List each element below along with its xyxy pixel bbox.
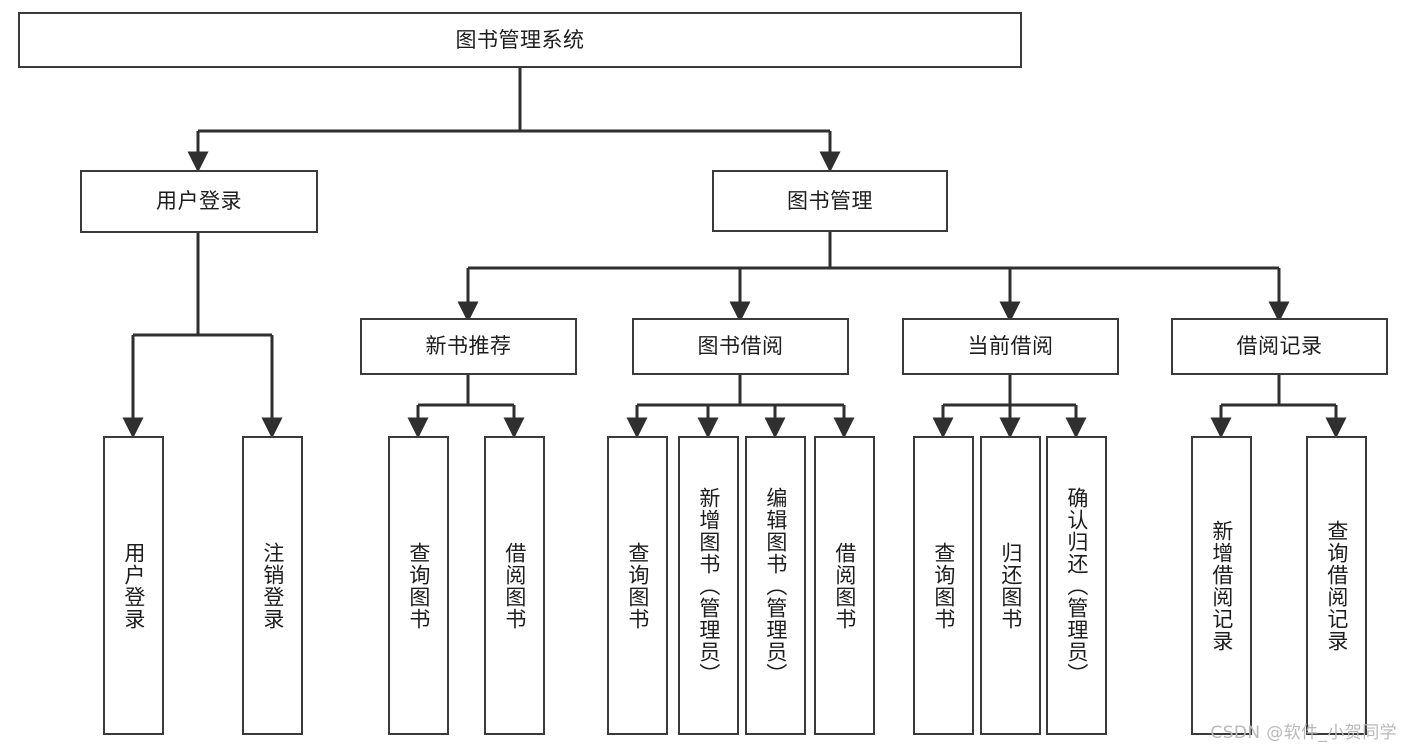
node-label: 用户登录 xyxy=(156,189,242,214)
node-new-book-recommend[interactable]: 新书推荐 xyxy=(360,318,577,375)
node-label: 新增图书（管理员） xyxy=(696,486,721,685)
node-root-book-management-system[interactable]: 图书管理系统 xyxy=(18,12,1022,68)
node-borrow-record[interactable]: 借阅记录 xyxy=(1171,318,1388,375)
node-label: 注销登录 xyxy=(260,541,285,630)
leaf-current-query-book[interactable]: 查询图书 xyxy=(913,436,974,735)
node-label: 图书管理 xyxy=(787,188,873,213)
node-label: 新书推荐 xyxy=(425,334,512,359)
node-label: 查询图书 xyxy=(625,541,650,630)
node-label: 归还图书 xyxy=(998,541,1023,630)
node-label: 编辑图书（管理员） xyxy=(763,486,788,685)
leaf-borrow-add-book-admin[interactable]: 新增图书（管理员） xyxy=(678,436,739,735)
leaf-user-login-logout[interactable]: 注销登录 xyxy=(242,436,303,735)
leaf-current-confirm-return-admin[interactable]: 确认归还（管理员） xyxy=(1046,436,1107,735)
node-label: 确认归还（管理员） xyxy=(1064,486,1089,685)
leaf-borrow-edit-book-admin[interactable]: 编辑图书（管理员） xyxy=(745,436,806,735)
node-book-borrow[interactable]: 图书借阅 xyxy=(632,318,849,375)
leaf-new-book-query[interactable]: 查询图书 xyxy=(388,436,449,735)
node-label: 查询借阅记录 xyxy=(1324,519,1349,652)
node-current-borrow[interactable]: 当前借阅 xyxy=(902,318,1119,375)
node-label: 用户登录 xyxy=(121,541,146,630)
leaf-new-book-borrow[interactable]: 借阅图书 xyxy=(484,436,545,735)
node-label: 借阅记录 xyxy=(1236,334,1323,359)
node-label: 查询图书 xyxy=(406,541,431,630)
node-label: 查询图书 xyxy=(931,541,956,630)
node-label: 图书借阅 xyxy=(697,334,784,359)
node-label: 借阅图书 xyxy=(832,541,857,630)
leaf-borrow-query-book[interactable]: 查询图书 xyxy=(607,436,668,735)
node-user-login[interactable]: 用户登录 xyxy=(80,170,318,233)
leaf-current-return-book[interactable]: 归还图书 xyxy=(980,436,1041,735)
node-label: 图书管理系统 xyxy=(455,27,585,52)
leaf-record-query-record[interactable]: 查询借阅记录 xyxy=(1306,436,1367,735)
leaf-borrow-borrow-book[interactable]: 借阅图书 xyxy=(814,436,875,735)
node-label: 当前借阅 xyxy=(967,334,1054,359)
leaf-user-login-login[interactable]: 用户登录 xyxy=(103,436,164,735)
node-book-management[interactable]: 图书管理 xyxy=(712,170,948,232)
leaf-record-add-record[interactable]: 新增借阅记录 xyxy=(1191,436,1252,735)
node-label: 借阅图书 xyxy=(502,541,527,630)
csdn-watermark: CSDN @软件_小贺同学 xyxy=(1210,723,1397,743)
node-label: 新增借阅记录 xyxy=(1209,519,1234,652)
